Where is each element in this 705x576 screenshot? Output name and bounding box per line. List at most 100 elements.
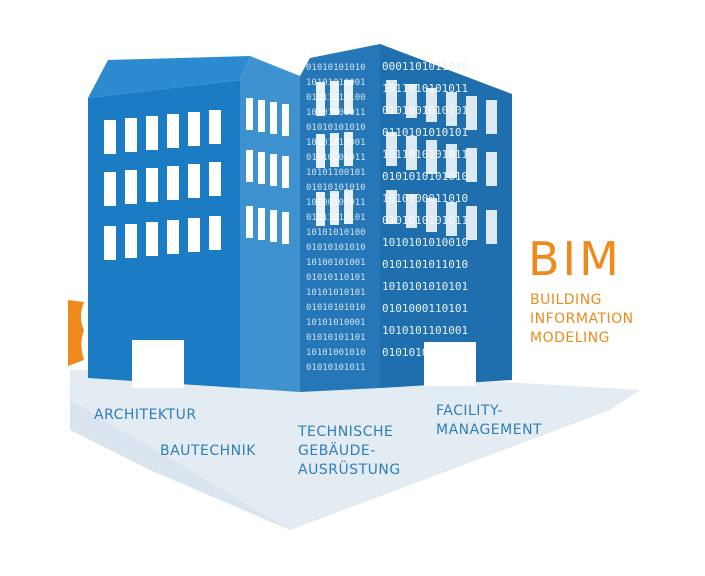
front-window-grid (104, 110, 221, 260)
binary-row: 10101100101 (306, 168, 366, 178)
window (246, 98, 253, 130)
binary-row: 01010101010 (306, 243, 366, 253)
front-door (132, 340, 184, 388)
ground-plane (70, 370, 640, 530)
label-technische-line-3: AUSRÜSTUNG (298, 462, 401, 478)
window (146, 222, 158, 256)
binary-row: 1011010101011 (382, 82, 468, 95)
binary-row: 01010110101 (306, 273, 366, 283)
window (386, 80, 397, 114)
binary-row: 0110101010101 (382, 126, 468, 139)
bim-title: BIM (528, 232, 622, 286)
window (330, 191, 339, 225)
binary-row: 01010101101 (306, 333, 366, 343)
window (125, 118, 137, 152)
window (466, 96, 477, 130)
window (316, 192, 325, 226)
window (258, 152, 265, 184)
window (330, 81, 339, 115)
bim-subtitle-line-3: MODELING (530, 330, 610, 346)
window (209, 162, 221, 196)
binary-row: 1010101010010 (382, 236, 468, 249)
window (386, 132, 397, 166)
window (270, 102, 277, 134)
side-window-grid (246, 98, 289, 244)
window (330, 133, 339, 167)
window (167, 114, 179, 148)
window (426, 140, 437, 174)
window (104, 172, 116, 206)
binary-row: 01010101010 (306, 123, 366, 133)
window (316, 82, 325, 116)
window (209, 216, 221, 250)
window (486, 152, 497, 186)
bim-subtitle-line-1: BUILDING (530, 292, 603, 308)
window (282, 156, 289, 188)
binary-row: 01010101010 (306, 183, 366, 193)
window (246, 150, 253, 182)
ground-plane-lower (70, 400, 290, 530)
binary-row: 0101101011010 (382, 258, 468, 271)
binary-building-side-face (300, 44, 380, 392)
window (125, 224, 137, 258)
window (316, 134, 325, 168)
window (146, 168, 158, 202)
binary-row: 10101001010 (306, 348, 366, 358)
window (246, 206, 253, 238)
binary-building-windows (316, 80, 497, 244)
orange-building-fragment (68, 300, 84, 366)
window (188, 218, 200, 252)
window (282, 104, 289, 136)
binary-row: 1010101101001 (382, 324, 468, 337)
window (406, 194, 417, 228)
label-bautechnik: BAUTECHNIK (160, 443, 256, 459)
window (446, 202, 457, 236)
label-facility-line-1: FACILITY- (436, 403, 503, 419)
binary-row: 10101010001 (306, 318, 366, 328)
binary-row: 01010101011 (306, 363, 366, 373)
window (209, 110, 221, 144)
window (344, 190, 353, 224)
window (167, 166, 179, 200)
window (188, 164, 200, 198)
window (258, 208, 265, 240)
window (466, 148, 477, 182)
window (426, 198, 437, 232)
binary-row: 01010101010 (306, 303, 366, 313)
label-technische-line-2: GEBÄUDE- (298, 443, 376, 459)
window (344, 80, 353, 114)
window (446, 144, 457, 178)
window (446, 92, 457, 126)
window (258, 100, 265, 132)
window (104, 120, 116, 154)
binary-row: 01010101010 (306, 63, 366, 73)
window (426, 88, 437, 122)
binary-row: 10100101001 (306, 258, 366, 268)
window (282, 212, 289, 244)
window (125, 170, 137, 204)
binary-row: 0101000110101 (382, 302, 468, 315)
bim-subtitle-line-2: INFORMATION (530, 311, 634, 327)
label-technische-line-1: TECHNISCHE (298, 424, 394, 440)
building-front-face (88, 80, 240, 388)
window (270, 210, 277, 242)
window (167, 220, 179, 254)
window (386, 190, 397, 224)
binary-row: 0001101011010 (382, 60, 468, 73)
binary-row: 10101010100 (306, 228, 366, 238)
binary-building-door (424, 342, 476, 386)
window (344, 132, 353, 166)
window (188, 112, 200, 146)
window (146, 116, 158, 150)
label-architektur: ARCHITEKTUR (94, 407, 197, 423)
binary-row: 1010101010101 (382, 280, 468, 293)
window (104, 226, 116, 260)
window (466, 206, 477, 240)
window (406, 84, 417, 118)
window (406, 136, 417, 170)
window (486, 210, 497, 244)
binary-row: 1010100011010 (382, 192, 468, 205)
window (486, 100, 497, 134)
building-roof (88, 56, 250, 98)
